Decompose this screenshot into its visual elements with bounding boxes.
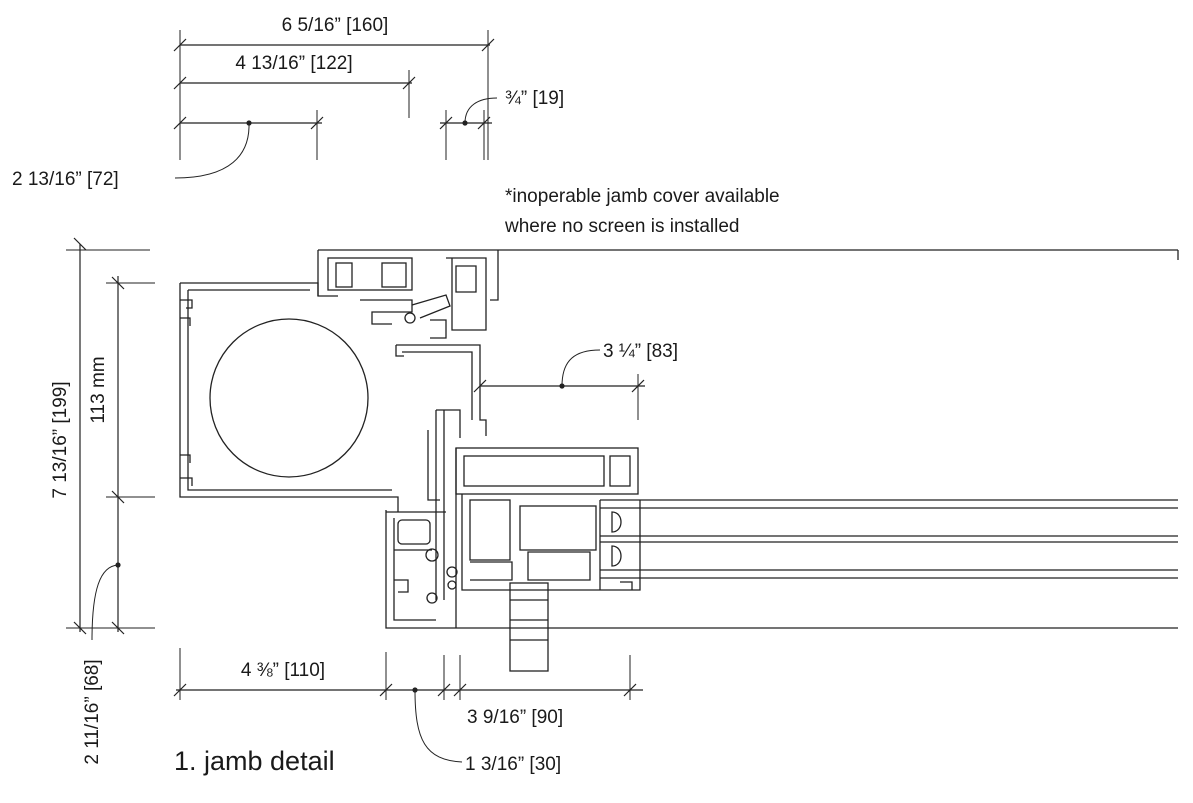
dim-left-inner: 113 mm xyxy=(88,356,109,423)
left-dimensions: 7 13/16” [199] 113 mm 2 11/16” [68] xyxy=(50,237,155,765)
top-dimensions: 6 5/16” [160] 4 13/16” [122] 2 13/16” [7… xyxy=(12,15,564,190)
note-line-1: *inoperable jamb cover available xyxy=(505,186,780,207)
jamb-profile xyxy=(179,249,1179,672)
dim-left-bottom: 2 11/16” [68] xyxy=(82,659,103,764)
note-line-2: where no screen is installed xyxy=(504,216,739,237)
dim-bottom-left: 4 ⅜” [110] xyxy=(241,660,325,681)
detail-title: 1. jamb detail xyxy=(174,746,335,776)
mid-dimension: 3 ¼” [83] xyxy=(473,341,678,420)
dim-mid-right: 3 ¼” [83] xyxy=(603,341,678,362)
dim-bottom-small: 1 3/16” [30] xyxy=(465,754,561,775)
dim-top-third: 2 13/16” [72] xyxy=(12,169,119,190)
dim-bottom-right: 3 9/16” [90] xyxy=(467,707,563,728)
bottom-dimensions: 4 ⅜” [110] 3 9/16” [90] 1 3/16” [30] xyxy=(173,648,643,775)
dim-top-second: 4 13/16” [122] xyxy=(235,53,352,74)
dim-top-small: ¾” [19] xyxy=(505,88,564,109)
note: *inoperable jamb cover available where n… xyxy=(504,186,780,237)
dim-top-overall: 6 5/16” [160] xyxy=(282,15,389,36)
dim-left-overall: 7 13/16” [199] xyxy=(50,381,71,498)
